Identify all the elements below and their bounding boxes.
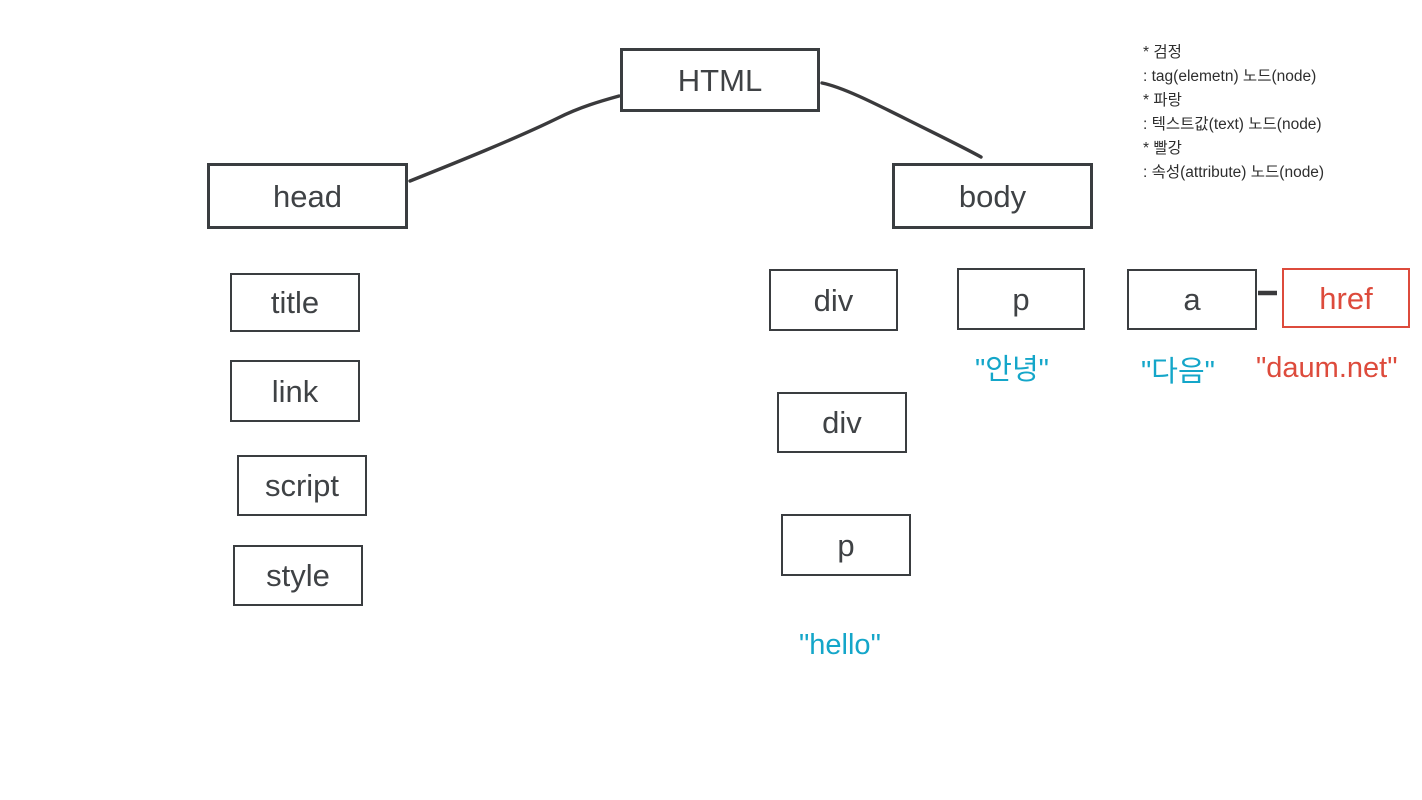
text-node-p2-value: "hello" xyxy=(799,629,881,661)
legend-blue-desc: : 텍스트값(text) 노드(node) xyxy=(1143,115,1322,133)
node-html: HTML xyxy=(620,48,820,112)
legend-black-desc: : tag(elemetn) 노드(node) xyxy=(1143,67,1317,85)
node-div-1: div xyxy=(769,269,898,331)
text-node-p1-value: "안녕" xyxy=(975,354,1049,386)
edge-html-body xyxy=(820,81,983,159)
legend: * 검정 : tag(elemetn) 노드(node) * 파랑 : 텍스트값… xyxy=(1143,41,1422,184)
legend-red-desc: : 속성(attribute) 노드(node) xyxy=(1143,163,1325,181)
attribute-value-href: "daum.net" xyxy=(1256,352,1398,384)
legend-black-label: * 검정 xyxy=(1143,44,1182,61)
edge-html-head xyxy=(408,94,621,183)
node-a: a xyxy=(1127,269,1257,330)
node-title: title xyxy=(230,273,360,332)
node-style: style xyxy=(233,545,363,606)
node-href-attribute: href xyxy=(1282,268,1410,328)
legend-blue-label: * 파랑 xyxy=(1143,91,1182,109)
node-head: head xyxy=(207,163,408,229)
node-p-1: p xyxy=(957,268,1085,330)
node-div-2: div xyxy=(777,392,907,453)
text-node-a-value: "다음" xyxy=(1141,356,1215,388)
node-link: link xyxy=(230,360,360,422)
node-p-2: p xyxy=(781,514,911,576)
legend-red-label: * 빨강 xyxy=(1143,139,1182,157)
node-body: body xyxy=(892,163,1093,229)
node-script: script xyxy=(237,455,367,516)
